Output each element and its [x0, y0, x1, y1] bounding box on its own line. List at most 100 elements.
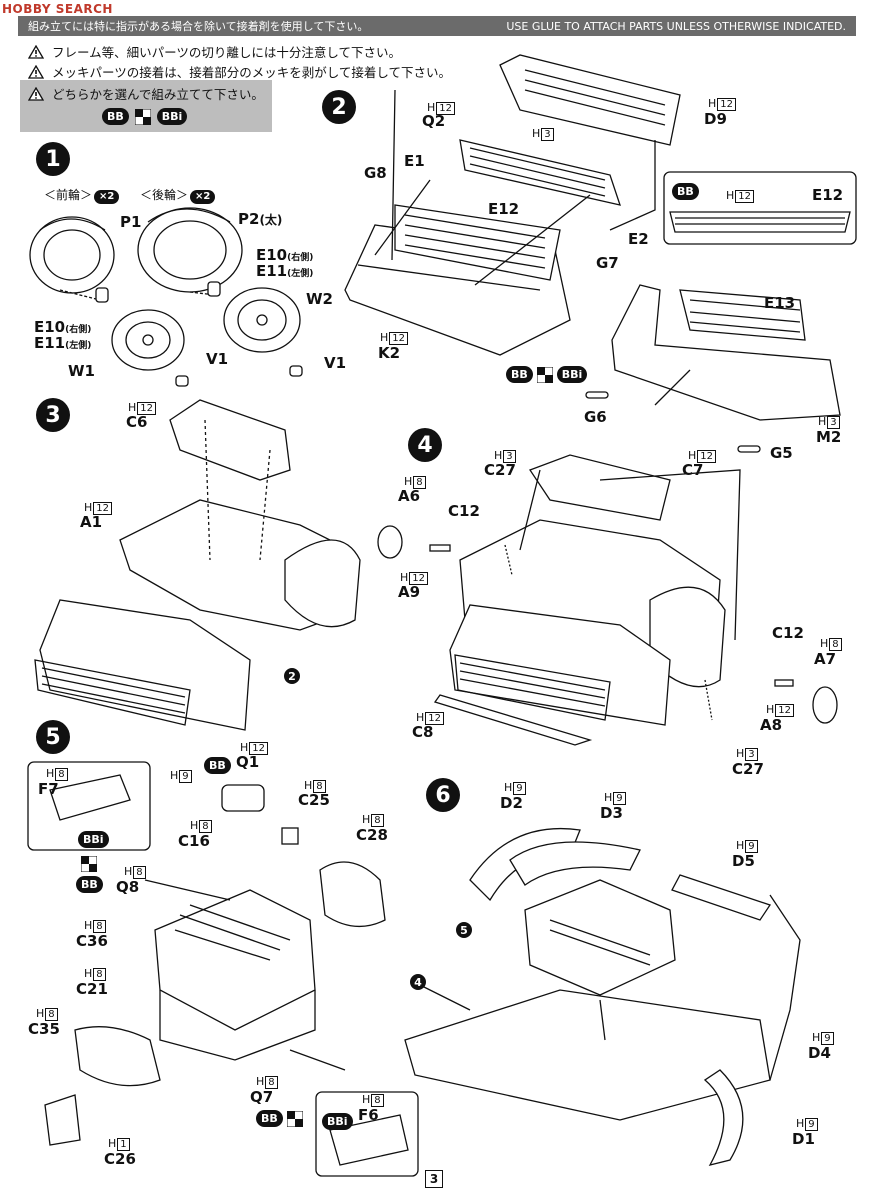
part-c12-right: C12 [772, 624, 804, 642]
banner-en: USE GLUE TO ATTACH PARTS UNLESS OTHERWIS… [506, 19, 846, 33]
part-q8: Q8 [116, 878, 140, 896]
part-w2: W2 [306, 290, 333, 308]
part-e13: E13 [764, 294, 796, 312]
bb-badge-q1: BB [204, 754, 231, 774]
warning-text-1: フレーム等、細いパーツの切り離しには十分注意して下さい。 [52, 45, 402, 60]
warning-icon [28, 44, 44, 59]
part-c26: C26 [104, 1150, 136, 1168]
banner-jp: 組み立てには特に指示がある場合を除いて接着剤を使用して下さい。 [28, 20, 369, 33]
part-c16: C16 [178, 832, 210, 850]
front-tire [29, 216, 115, 294]
part-c8: C8 [412, 723, 434, 741]
part-e12: E12 [488, 200, 520, 218]
part-c25: C25 [298, 791, 330, 809]
watermark-logo: HOBBY SEARCH [2, 2, 113, 16]
frame-step4 [377, 454, 838, 746]
part-q7: Q7 [250, 1088, 274, 1106]
part-c7: C7 [682, 461, 704, 479]
part-g6: G6 [584, 408, 607, 426]
warning-icon [28, 86, 44, 101]
part-g8: G8 [364, 164, 387, 182]
part-c28: C28 [356, 826, 388, 844]
bb-grille-inset [663, 171, 857, 245]
step-5-number: 5 [36, 720, 70, 754]
part-c6: C6 [126, 413, 148, 431]
part-v1-front: V1 [206, 350, 229, 368]
engine-block [44, 784, 386, 1146]
part-c27-bottom: C27 [732, 760, 764, 778]
part-f6: F6 [358, 1106, 379, 1124]
part-w1: W1 [68, 362, 95, 380]
ref-step-5: 5 [456, 922, 472, 938]
warning-3: どちらかを選んで組み立てて下さい。 [28, 84, 264, 103]
part-e11-rear: E11(左側) [256, 262, 314, 280]
ref-step-2: 2 [284, 668, 300, 684]
choice-icon [134, 108, 151, 125]
bbi-front [611, 284, 841, 421]
frame-step3 [34, 399, 361, 731]
bb-badge: BB [102, 108, 129, 125]
front-wheel [59, 289, 185, 371]
hood-top [499, 54, 681, 146]
front-bumper [344, 204, 571, 356]
rear-tire [137, 207, 243, 293]
step-2-number: 2 [322, 90, 356, 124]
part-k2: K2 [378, 344, 401, 362]
part-q2: Q2 [422, 112, 446, 130]
part-d9: D9 [704, 110, 727, 128]
part-e2: E2 [628, 230, 649, 248]
choice-icon [536, 366, 553, 383]
page-number: 3 [425, 1170, 443, 1188]
part-p1: P1 [120, 213, 142, 231]
choice-icon [286, 1110, 303, 1127]
part-e1: E1 [404, 152, 425, 170]
choice-step5-left: BB [76, 856, 103, 893]
rear-wheel [189, 287, 301, 353]
part-q1: Q1 [236, 753, 260, 771]
bbi-inset-badge: BBi [78, 828, 109, 848]
part-g7: G7 [596, 254, 619, 272]
part-c36: C36 [76, 932, 108, 950]
step-1-number: 1 [36, 142, 70, 176]
part-a1: A1 [80, 513, 103, 531]
warning-text-3: どちらかを選んで組み立てて下さい。 [52, 87, 264, 102]
instruction-banner: 組み立てには特に指示がある場合を除いて接着剤を使用して下さい。 USE GLUE… [18, 16, 856, 36]
bbi-badge-f6: BBi [322, 1110, 353, 1130]
part-d5: D5 [732, 852, 755, 870]
part-v1-rear: V1 [324, 354, 347, 372]
part-d1: D1 [792, 1130, 815, 1148]
part-m2: M2 [816, 428, 842, 446]
part-a6: A6 [398, 487, 421, 505]
choice-badges: BB BBi [102, 108, 188, 125]
warning-text-2: メッキパーツの接着は、接着部分のメッキを剥がして接着して下さい。 [52, 65, 452, 80]
warning-icon [28, 64, 44, 79]
exhaust-and-engine [404, 827, 801, 1166]
part-e12-bb: E12 [812, 186, 844, 204]
grille-upper [459, 139, 621, 206]
choice-icon [81, 856, 98, 872]
